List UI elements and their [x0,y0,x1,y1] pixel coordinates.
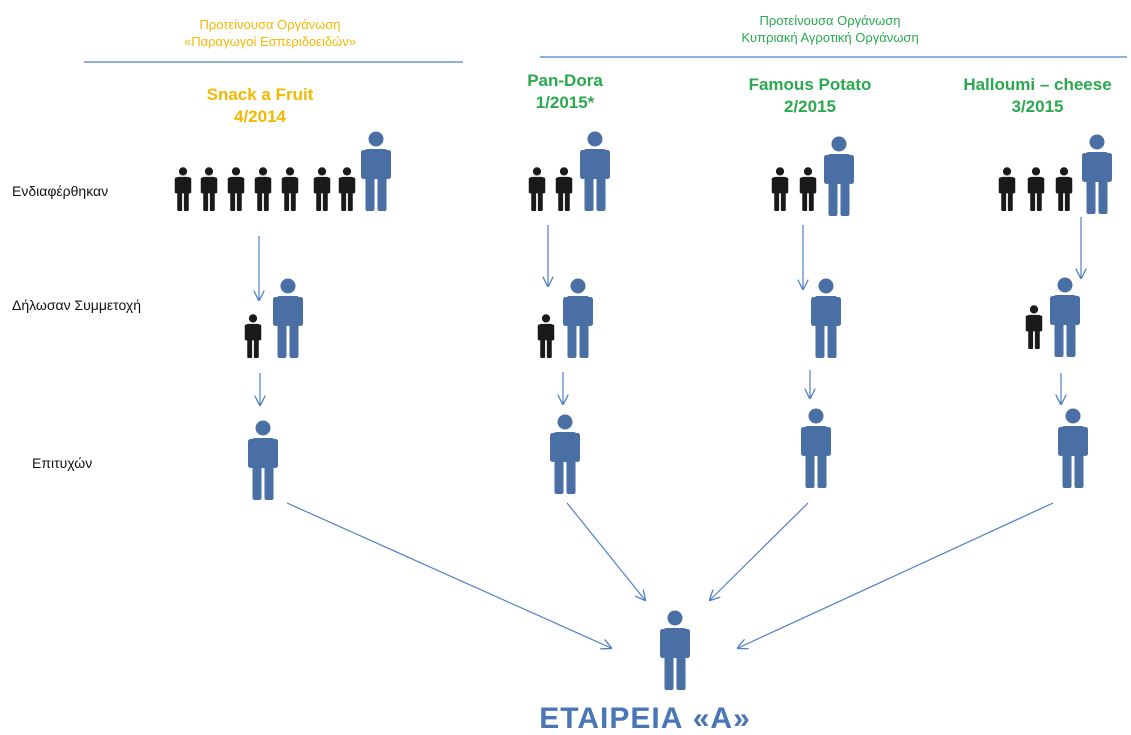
project-date: 2/2015 [784,97,836,116]
left-header-line2: «Παραγωγοί Εσπεριδοειδών» [184,34,356,49]
interested-person-small-icon [200,167,218,211]
project-name: Famous Potato [748,75,872,94]
interested-person-small-icon [313,167,331,211]
successful-person-icon [550,414,580,494]
converge-arrow [566,502,645,600]
interested-person-main-icon [361,131,391,211]
right-header-line1: Προτείνουσα Οργάνωση [759,13,901,28]
interested-person-small-icon [528,167,546,211]
converge-arrow [738,502,1054,648]
left-proposing-org-header: Προτείνουσα Οργάνωση «Παραγωγοί Εσπεριδο… [120,16,420,50]
project-title-pan-dora: Pan-Dora 1/2015* [490,70,640,114]
converge-arrow [286,502,611,648]
interested-person-small-icon [227,167,245,211]
company-person-icon [660,610,690,690]
interested-person-main-icon [580,131,610,211]
declared-person-small-icon [537,314,555,358]
right-proposing-org-header: Προτείνουσα Οργάνωση Κυπριακή Αγροτική Ο… [660,12,1000,46]
stage-label-successful: Επιτυχών [32,455,93,471]
left-header-line1: Προτείνουσα Οργάνωση [199,17,341,32]
interested-person-main-icon [824,136,854,216]
interested-person-small-icon [555,167,573,211]
interested-person-main-icon [1082,134,1112,214]
interested-person-small-icon [281,167,299,211]
project-name: Pan-Dora [527,71,603,90]
project-name: Snack a Fruit [206,85,314,104]
interested-person-small-icon [254,167,272,211]
project-date: 4/2014 [234,107,286,126]
right-header-line2: Κυπριακή Αγροτική Οργάνωση [741,30,919,45]
declared-person-main-icon [273,278,303,358]
interested-person-small-icon [771,167,789,211]
project-date: 3/2015 [1011,97,1064,116]
interested-person-small-icon [998,167,1016,211]
arrows-layer [259,217,1081,648]
declared-person-main-icon [811,278,841,358]
interested-person-small-icon [1027,167,1045,211]
successful-person-icon [248,420,278,500]
interested-person-small-icon [799,167,817,211]
project-title-famous-potato: Famous Potato 2/2015 [730,74,890,118]
declared-person-main-icon [563,278,593,358]
stage-label-interested: Ενδιαφέρθηκαν [12,183,109,199]
declared-person-small-icon [1025,305,1043,349]
project-date: 1/2015* [535,93,595,112]
declared-person-main-icon [1050,277,1080,357]
stage-label-declared: Δήλωσαν Συμμετοχή [12,297,142,313]
converge-arrow [710,502,809,600]
people-layer [174,131,1112,690]
project-title-halloumi-cheese: Halloumi – cheese 3/2015 [945,74,1130,118]
project-title-snack-a-fruit: Snack a Fruit 4/2014 [170,84,350,128]
successful-person-icon [1058,408,1088,488]
interested-person-small-icon [1055,167,1073,211]
successful-person-icon [801,408,831,488]
company-name: ΕΤΑΙΡΕΙΑ «Α» [539,702,751,735]
project-name: Halloumi – cheese [963,75,1112,94]
declared-person-small-icon [244,314,262,358]
interested-person-small-icon [174,167,192,211]
interested-person-small-icon [338,167,356,211]
